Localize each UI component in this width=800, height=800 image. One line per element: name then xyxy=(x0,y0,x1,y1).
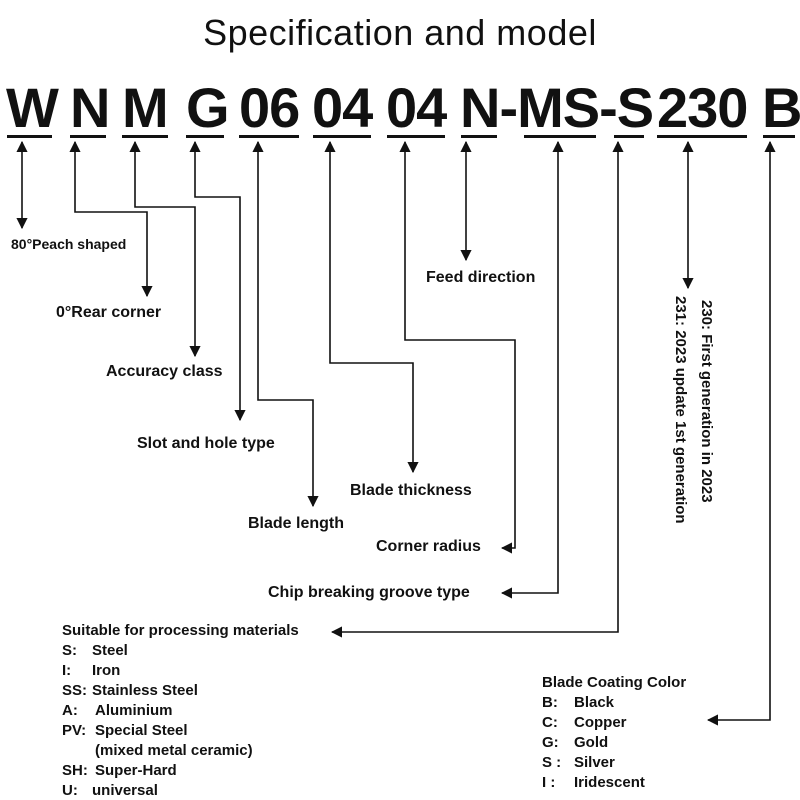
material-item: A: Aluminium xyxy=(62,701,299,721)
underline-230 xyxy=(657,135,747,138)
underline-06 xyxy=(239,135,299,138)
label-rear-corner: 0°Rear corner xyxy=(56,304,162,321)
connector-04-a xyxy=(324,140,419,474)
generation-line2: 231: 2023 update 1st generation xyxy=(672,296,689,524)
label-feed: Feed direction xyxy=(426,269,536,286)
coating-name: Copper xyxy=(574,714,627,731)
underline-04-b xyxy=(387,135,445,138)
coating-item: S : Silver xyxy=(542,753,686,773)
material-item: PV: Special Steel xyxy=(62,721,299,741)
coating-code: B: xyxy=(542,694,558,711)
connector-b xyxy=(706,140,776,726)
connector-s xyxy=(330,140,624,638)
coating-title: Blade Coating Color xyxy=(542,674,687,691)
underline-w xyxy=(7,135,52,138)
label-radius: Corner radius xyxy=(376,538,481,555)
coating-list: Blade Coating Color B:Black C:Copper G:G… xyxy=(542,673,686,793)
material-code: S: xyxy=(62,642,77,659)
material-code: PV: xyxy=(62,722,87,739)
material-name: Iron xyxy=(92,662,121,679)
underline-04-a xyxy=(313,135,371,138)
coating-name: Iridescent xyxy=(574,774,645,791)
material-name: Steel xyxy=(92,642,128,659)
label-slot: Slot and hole type xyxy=(137,435,275,452)
underline-m xyxy=(122,135,168,138)
underline-g xyxy=(186,135,224,138)
code-b: B xyxy=(762,76,800,139)
coating-code: C: xyxy=(542,714,558,731)
material-item: U: universal xyxy=(62,781,299,800)
coating-name: Silver xyxy=(574,754,615,771)
label-length: Blade length xyxy=(248,515,345,532)
material-code: I: xyxy=(62,662,72,679)
label-shape: 80°Peach shaped xyxy=(11,236,127,252)
material-name: Special Steel xyxy=(95,722,188,739)
material-item: S: Steel xyxy=(62,641,299,661)
coating-item: I : Iridescent xyxy=(542,773,686,793)
connector-n xyxy=(69,140,153,298)
generation-line1: 230: First generation in 2023 xyxy=(698,300,715,503)
materials-list: Suitable for processing materials S: Stee… xyxy=(62,621,299,800)
underline-n2 xyxy=(461,135,497,138)
coating-code: G: xyxy=(542,734,559,751)
material-code: U: xyxy=(62,782,78,799)
code-n: N xyxy=(70,76,110,139)
material-item: (mixed metal ceramic) xyxy=(62,741,299,761)
label-accuracy: Accuracy class xyxy=(106,363,223,380)
code-230: 230 xyxy=(657,76,748,139)
material-name: Super-Hard xyxy=(95,762,177,779)
code-04-b: 04 xyxy=(386,76,447,139)
material-name: universal xyxy=(92,782,158,799)
material-item: SS:Stainless Steel xyxy=(62,681,299,701)
material-name: Aluminium xyxy=(95,702,173,719)
code-g: G xyxy=(186,76,230,139)
material-name: Stainless Steel xyxy=(92,682,198,699)
coating-name: Black xyxy=(574,694,615,711)
code-06: 06 xyxy=(239,76,300,139)
coating-code: S : xyxy=(542,754,562,771)
code-n-ms-s: N-MS-S xyxy=(460,76,654,139)
underline-b xyxy=(763,135,795,138)
code-w: W xyxy=(6,76,59,139)
underline-n xyxy=(70,135,106,138)
coating-code: I : xyxy=(542,774,556,791)
coating-item: G: Gold xyxy=(542,733,686,753)
underline-s xyxy=(614,135,644,138)
connector-m xyxy=(129,140,201,358)
code-04-a: 04 xyxy=(312,76,373,139)
connector-ms xyxy=(500,140,564,599)
underline-ms xyxy=(524,135,596,138)
code-m: M xyxy=(122,76,169,139)
coating-name: Gold xyxy=(574,734,609,751)
material-code: A: xyxy=(62,702,78,719)
connector-06 xyxy=(252,140,319,508)
material-name: (mixed metal ceramic) xyxy=(95,742,253,759)
label-thickness: Blade thickness xyxy=(350,482,472,499)
material-item: SH: Super-Hard xyxy=(62,761,299,781)
coating-item: C: Copper xyxy=(542,713,686,733)
coating-item: B: Black xyxy=(542,693,686,713)
material-code: SS: xyxy=(62,682,88,699)
diagram-title: Specification and model xyxy=(203,12,597,53)
connector-g xyxy=(189,140,246,422)
materials-title: Suitable for processing materials xyxy=(62,622,299,639)
material-code: SH: xyxy=(62,762,88,779)
label-chip: Chip breaking groove type xyxy=(268,584,470,601)
material-item: I: Iron xyxy=(62,661,299,681)
